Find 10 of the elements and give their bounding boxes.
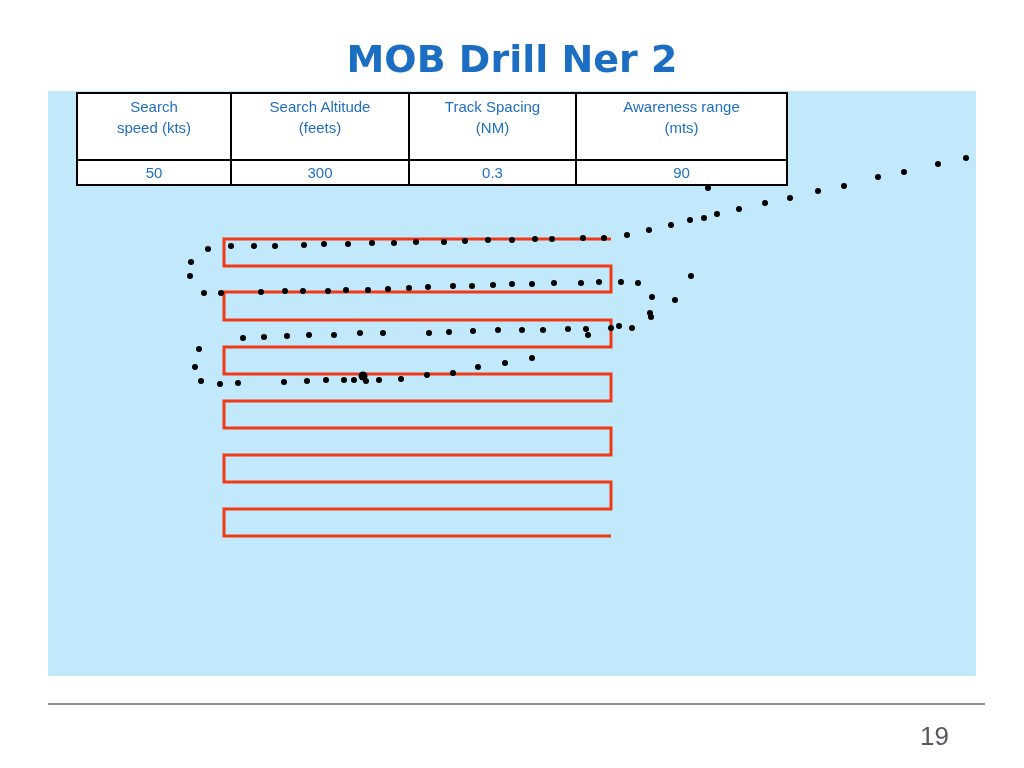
page-number: 19 [920,720,949,752]
slide-title: MOB Drill Ner 2 [346,37,678,81]
column-header: Track Spacing (NM) [409,93,576,160]
column-header: Search Altitude (feets) [231,93,409,160]
data-cell: 90 [576,160,787,185]
data-cell: 300 [231,160,409,185]
column-header: Search speed (kts) [77,93,231,160]
data-cell: 50 [77,160,231,185]
data-cell: 0.3 [409,160,576,185]
column-header: Awareness range (mts) [576,93,787,160]
